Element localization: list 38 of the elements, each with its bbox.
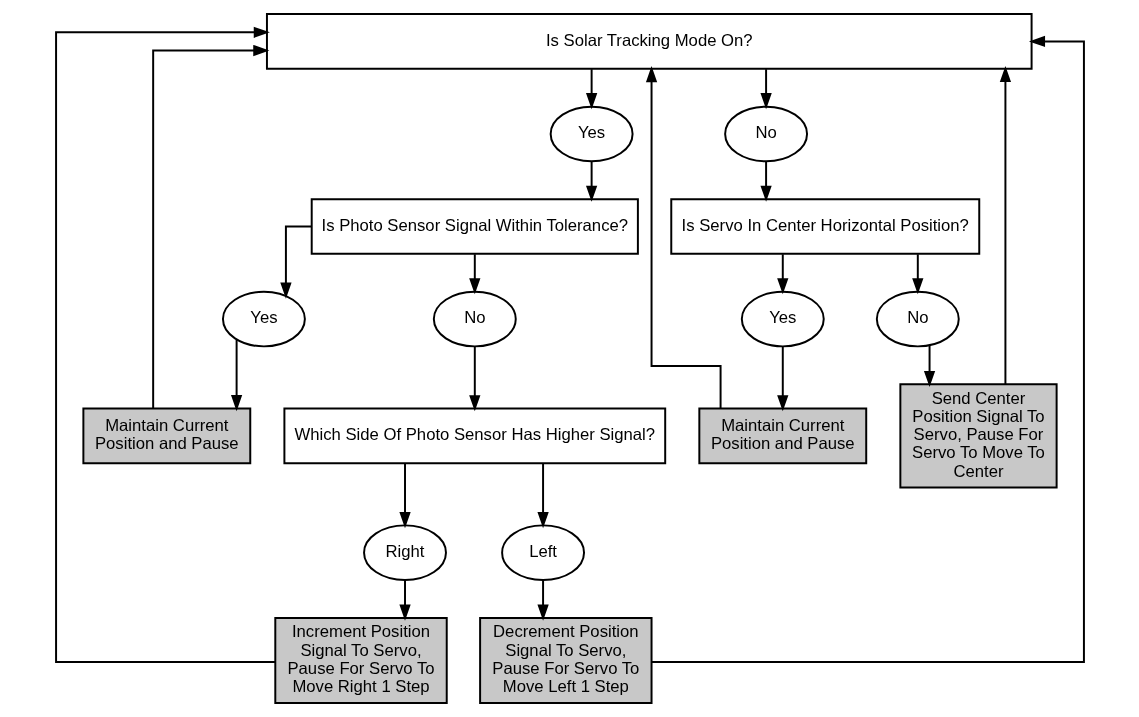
arrow: [776, 345, 788, 412]
node-box: Maintain Current Position and Pause: [697, 407, 867, 465]
node-box: Is Photo Sensor Signal Within Tolerance?: [310, 198, 639, 255]
arrow: [54, 26, 276, 663]
arrow: [398, 462, 411, 529]
arrow: [536, 462, 549, 529]
node-box: Maintain Current Position and Pause: [81, 407, 251, 465]
node-ellipse: No: [723, 105, 808, 163]
arrow: [585, 68, 597, 110]
node-ellipse: No: [875, 290, 960, 348]
arrow: [999, 65, 1011, 385]
arrow: [585, 160, 597, 202]
arrow: [536, 579, 549, 621]
node-ellipse: Yes: [221, 290, 306, 348]
node-box: Which Side Of Photo Sensor Has Higher Signal?: [282, 407, 666, 465]
arrow: [923, 344, 935, 388]
arrow: [645, 66, 722, 410]
node-ellipse: Left: [500, 524, 585, 581]
node-ellipse: Right: [362, 524, 447, 581]
node-box: Decrement Position Signal To Servo, Pause For Servo To Move Left 1 Step: [478, 616, 653, 704]
arrow: [468, 253, 480, 295]
node-ellipse: Yes: [549, 105, 634, 163]
arrow: [776, 253, 788, 295]
arrow: [759, 68, 772, 110]
arrow: [230, 338, 242, 412]
node-ellipse: Yes: [740, 290, 825, 348]
node-box: Increment Position Signal To Servo, Pause For Servo To Move Right 1 Step: [273, 616, 448, 704]
arrow: [759, 160, 772, 202]
arrow: [911, 253, 923, 295]
arrow: [151, 44, 269, 410]
arrow: [398, 579, 411, 621]
node-box: Is Solar Tracking Mode On?: [265, 13, 1033, 70]
arrow: [468, 345, 480, 412]
node-ellipse: No: [432, 290, 517, 348]
node-box: Send Center Position Signal To Servo, Pause For Servo To Move To Center: [898, 383, 1058, 489]
node-box: Is Servo In Center Horizontal Position?: [669, 198, 980, 255]
arrow: [650, 35, 1085, 663]
arrow: [279, 225, 312, 299]
